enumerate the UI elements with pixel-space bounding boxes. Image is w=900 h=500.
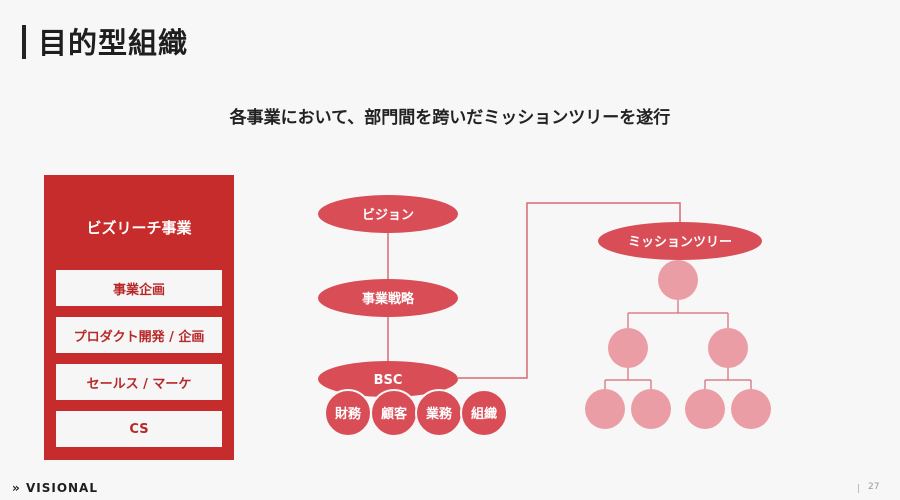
bsc-organization-node bbox=[460, 389, 508, 437]
tree-leaf-node-1 bbox=[585, 389, 625, 429]
page-title: 目的型組織 bbox=[38, 26, 189, 60]
bsc-customer-label: 顧客 bbox=[381, 406, 408, 422]
bsc-organization-label: 組織 bbox=[471, 406, 497, 422]
tree-root-node bbox=[658, 260, 698, 300]
bsc-finance-label: 財務 bbox=[334, 406, 362, 422]
business-panel: ビズリーチ事業 事業企画 プロダクト開発 / 企画 セールス / マーケ CS bbox=[44, 175, 234, 460]
title-accent-bar bbox=[22, 25, 26, 59]
vision-node bbox=[318, 195, 458, 233]
tree-leaf-node-3 bbox=[685, 389, 725, 429]
panel-item-cs: CS bbox=[56, 411, 222, 447]
vision-label: ビジョン bbox=[362, 207, 414, 223]
logo-text: VISIONAL bbox=[25, 481, 98, 495]
bsc-perspectives: 財務 顧客 業務 組織 bbox=[324, 389, 508, 437]
panel-item-product: プロダクト開発 / 企画 bbox=[56, 317, 222, 353]
bsc-process-label: 業務 bbox=[425, 406, 453, 422]
tree-level2-node-2 bbox=[708, 328, 748, 368]
panel-item-planning: 事業企画 bbox=[56, 270, 222, 306]
logo-chevron-icon: » bbox=[12, 481, 21, 495]
tree-leaf-node-4 bbox=[731, 389, 771, 429]
tree-leaf-node-2 bbox=[631, 389, 671, 429]
tree-level2-node-1 bbox=[608, 328, 648, 368]
bsc-node bbox=[318, 361, 458, 397]
page-number: 27 bbox=[868, 482, 880, 492]
connector-bsc-mission bbox=[458, 202, 681, 379]
strategy-node bbox=[318, 279, 458, 317]
visional-logo: » VISIONAL bbox=[12, 481, 98, 495]
business-panel-title: ビズリーチ事業 bbox=[86, 219, 192, 237]
bsc-label: BSC bbox=[374, 373, 403, 388]
mission-tree-label: ミッションツリー bbox=[628, 235, 732, 250]
footer-divider bbox=[858, 484, 859, 493]
panel-item-sales: セールス / マーケ bbox=[56, 364, 222, 400]
tree-connectors bbox=[604, 260, 752, 391]
mission-tree-node bbox=[598, 222, 762, 260]
strategy-label: 事業戦略 bbox=[362, 291, 415, 307]
slide-subtitle: 各事業において、部門間を跨いだミッションツリーを遂行 bbox=[229, 108, 671, 128]
